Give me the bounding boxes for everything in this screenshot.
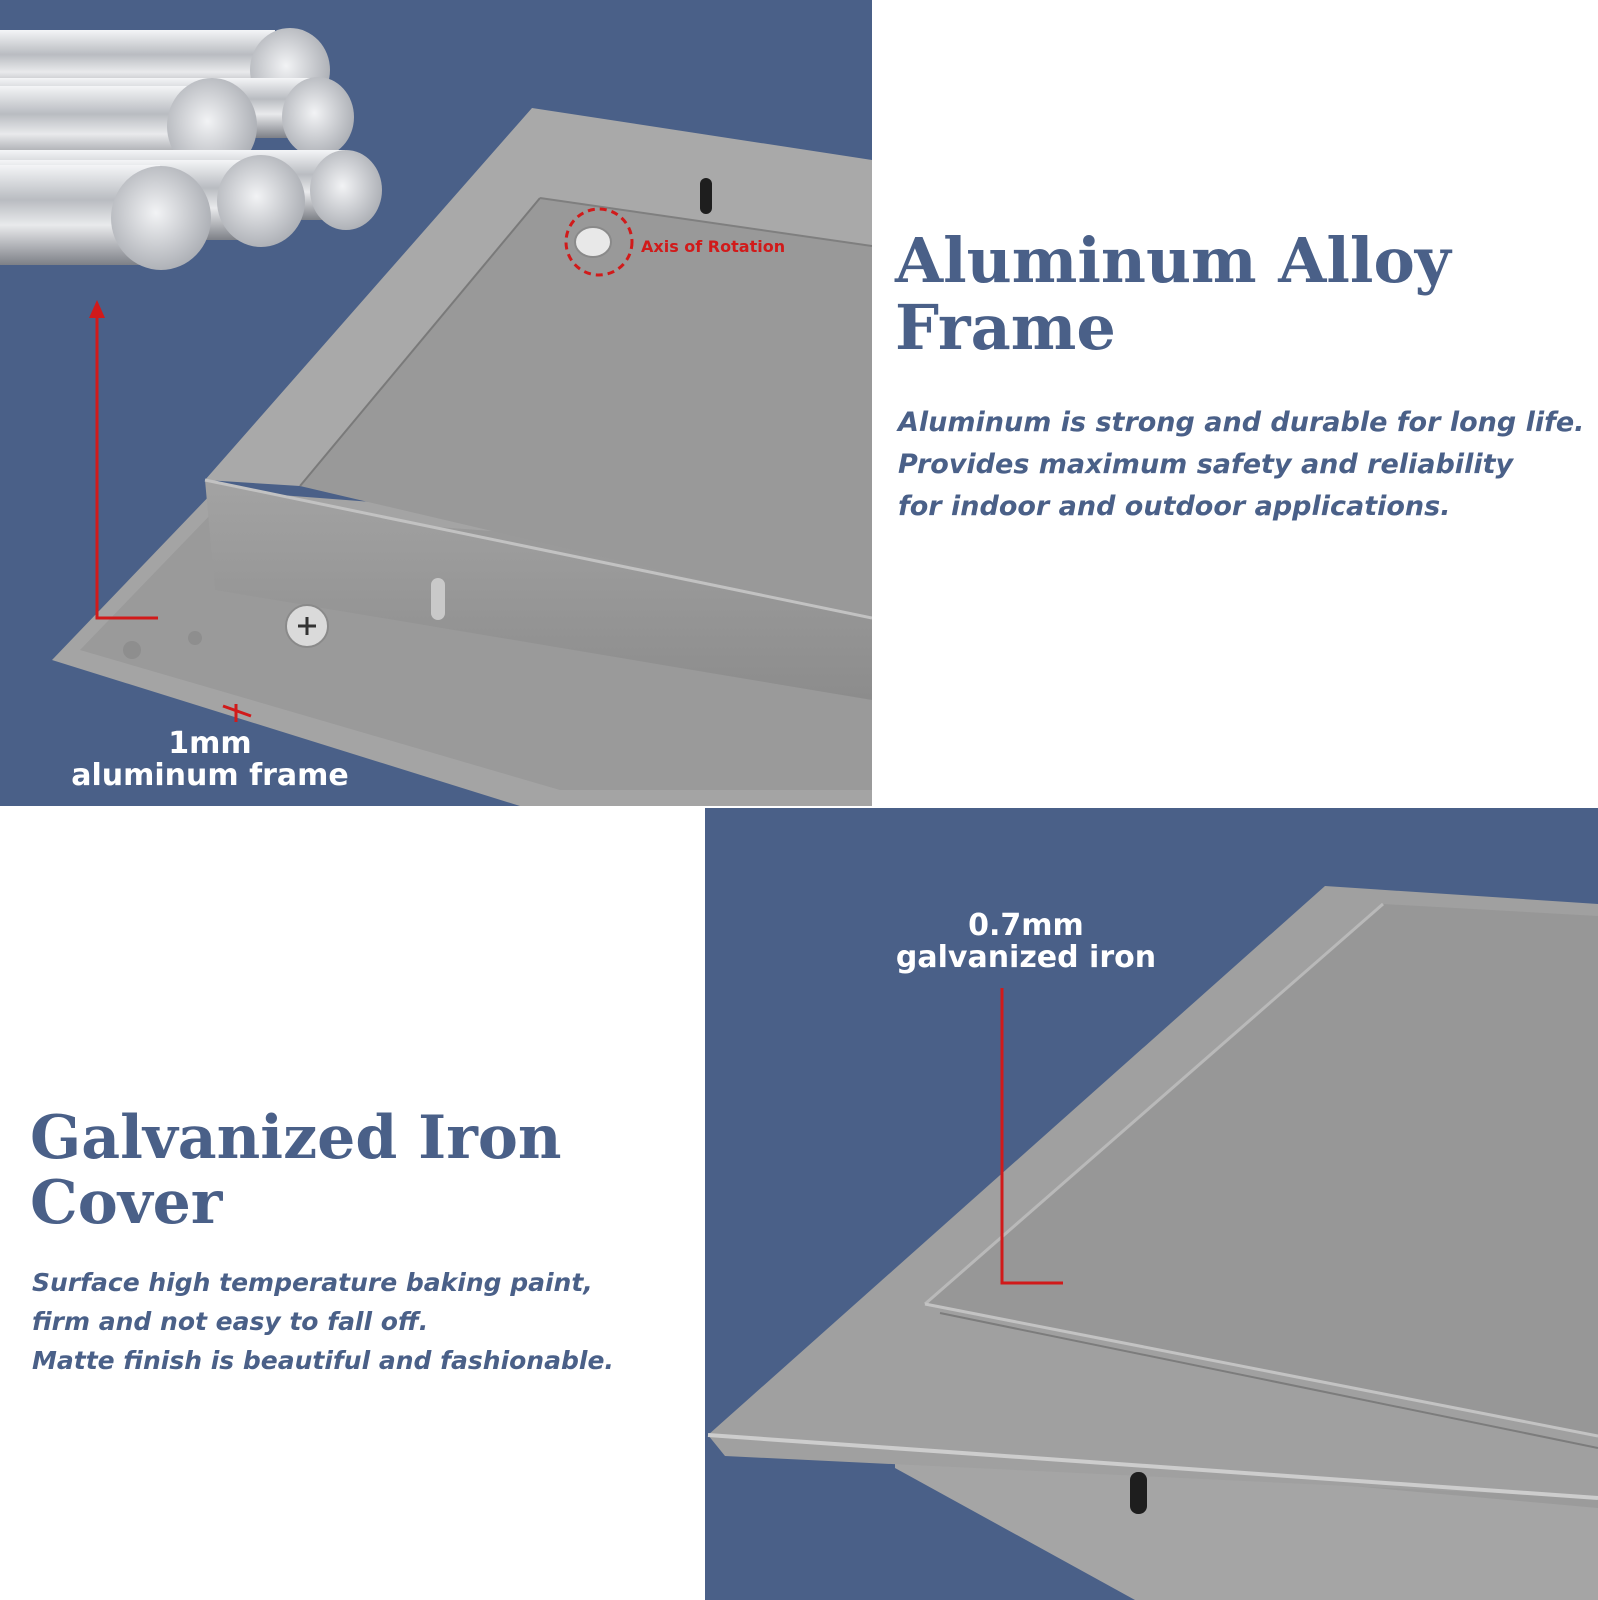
heading-line: Cover: [30, 1167, 223, 1238]
description-line: Surface high temperature baking paint,: [32, 1268, 593, 1297]
frame-thickness-material: aluminum frame: [71, 757, 349, 793]
frame-thickness-value: 1mm: [168, 726, 252, 761]
aluminum-rods-image: [0, 28, 382, 270]
aluminum-frame-illustration: Axis of Rotation 1mm aluminum frame: [0, 0, 872, 806]
frame-thickness-callout: 1mm aluminum frame: [10, 728, 410, 791]
iron-thickness-material: galvanized iron: [895, 939, 1157, 975]
iron-thickness-callout: 0.7mm galvanized iron: [838, 910, 1214, 973]
description-line: Provides maximum safety and reliability: [898, 448, 1514, 480]
description-line: firm and not easy to fall off.: [32, 1306, 429, 1336]
description-line: Matte finish is beautiful and fashionabl…: [32, 1345, 614, 1375]
galvanized-iron-heading: Galvanized Iron Cover: [30, 1106, 561, 1236]
aluminum-frame-description: Aluminum is strong and durable for long …: [898, 402, 1584, 528]
description-line: Aluminum is strong and durable for long …: [898, 407, 1585, 438]
iron-cover-illustration: [705, 808, 1598, 1600]
screw-icon: [285, 604, 329, 648]
aluminum-frame-drawing: [0, 0, 872, 806]
iron-thickness-value: 0.7mm: [968, 908, 1084, 943]
heading-line: Aluminum Alloy: [895, 224, 1451, 297]
up-arrow-icon: [89, 300, 158, 620]
slot-icon: [700, 178, 712, 214]
heading-line: Frame: [895, 290, 1116, 364]
aluminum-frame-heading: Aluminum Alloy Frame: [895, 224, 1451, 364]
heading-line: Galvanized Iron: [30, 1103, 562, 1173]
iron-cover-image: [705, 808, 1598, 1600]
thickness-pointer: [1000, 988, 1063, 1285]
latch-slot-icon: [1130, 1472, 1147, 1514]
axis-of-rotation-label: Axis of Rotation: [641, 237, 786, 256]
hinge-pin-icon: [564, 207, 634, 277]
galvanized-iron-description: Surface high temperature baking paint, f…: [32, 1264, 614, 1380]
slot-icon: [431, 578, 445, 620]
thickness-marker: [222, 704, 252, 722]
description-line: for indoor and outdoor applications.: [898, 490, 1451, 522]
